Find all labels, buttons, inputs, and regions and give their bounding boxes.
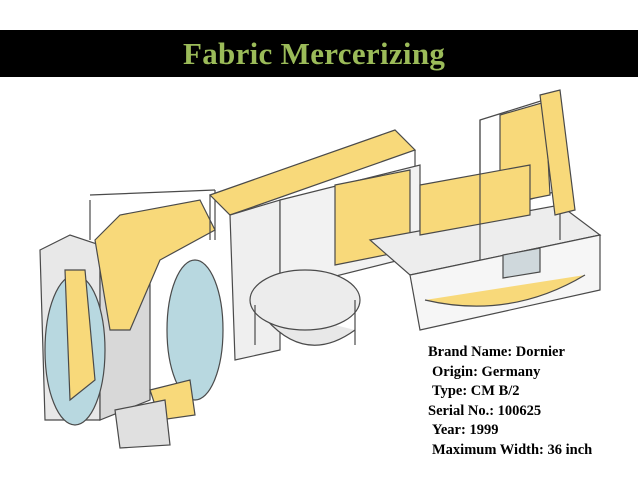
type: Type: CM B/2 xyxy=(432,383,520,400)
machine-specs: Brand Name: Dornier Origin: Germany Type… xyxy=(428,343,633,461)
maximum-width: Maximum Width: 36 inch xyxy=(432,441,593,458)
serial-number: Serial No.: 100625 xyxy=(428,402,542,419)
page-title: Fabric Mercerizing xyxy=(183,35,446,71)
origin: Origin: Germany xyxy=(432,363,541,380)
title-bar: Fabric Mercerizing xyxy=(0,30,638,77)
year: Year: 1999 xyxy=(432,422,499,439)
mercerizing-machine-drawing xyxy=(39,89,602,449)
brand-name: Brand Name: Dornier xyxy=(428,344,565,360)
